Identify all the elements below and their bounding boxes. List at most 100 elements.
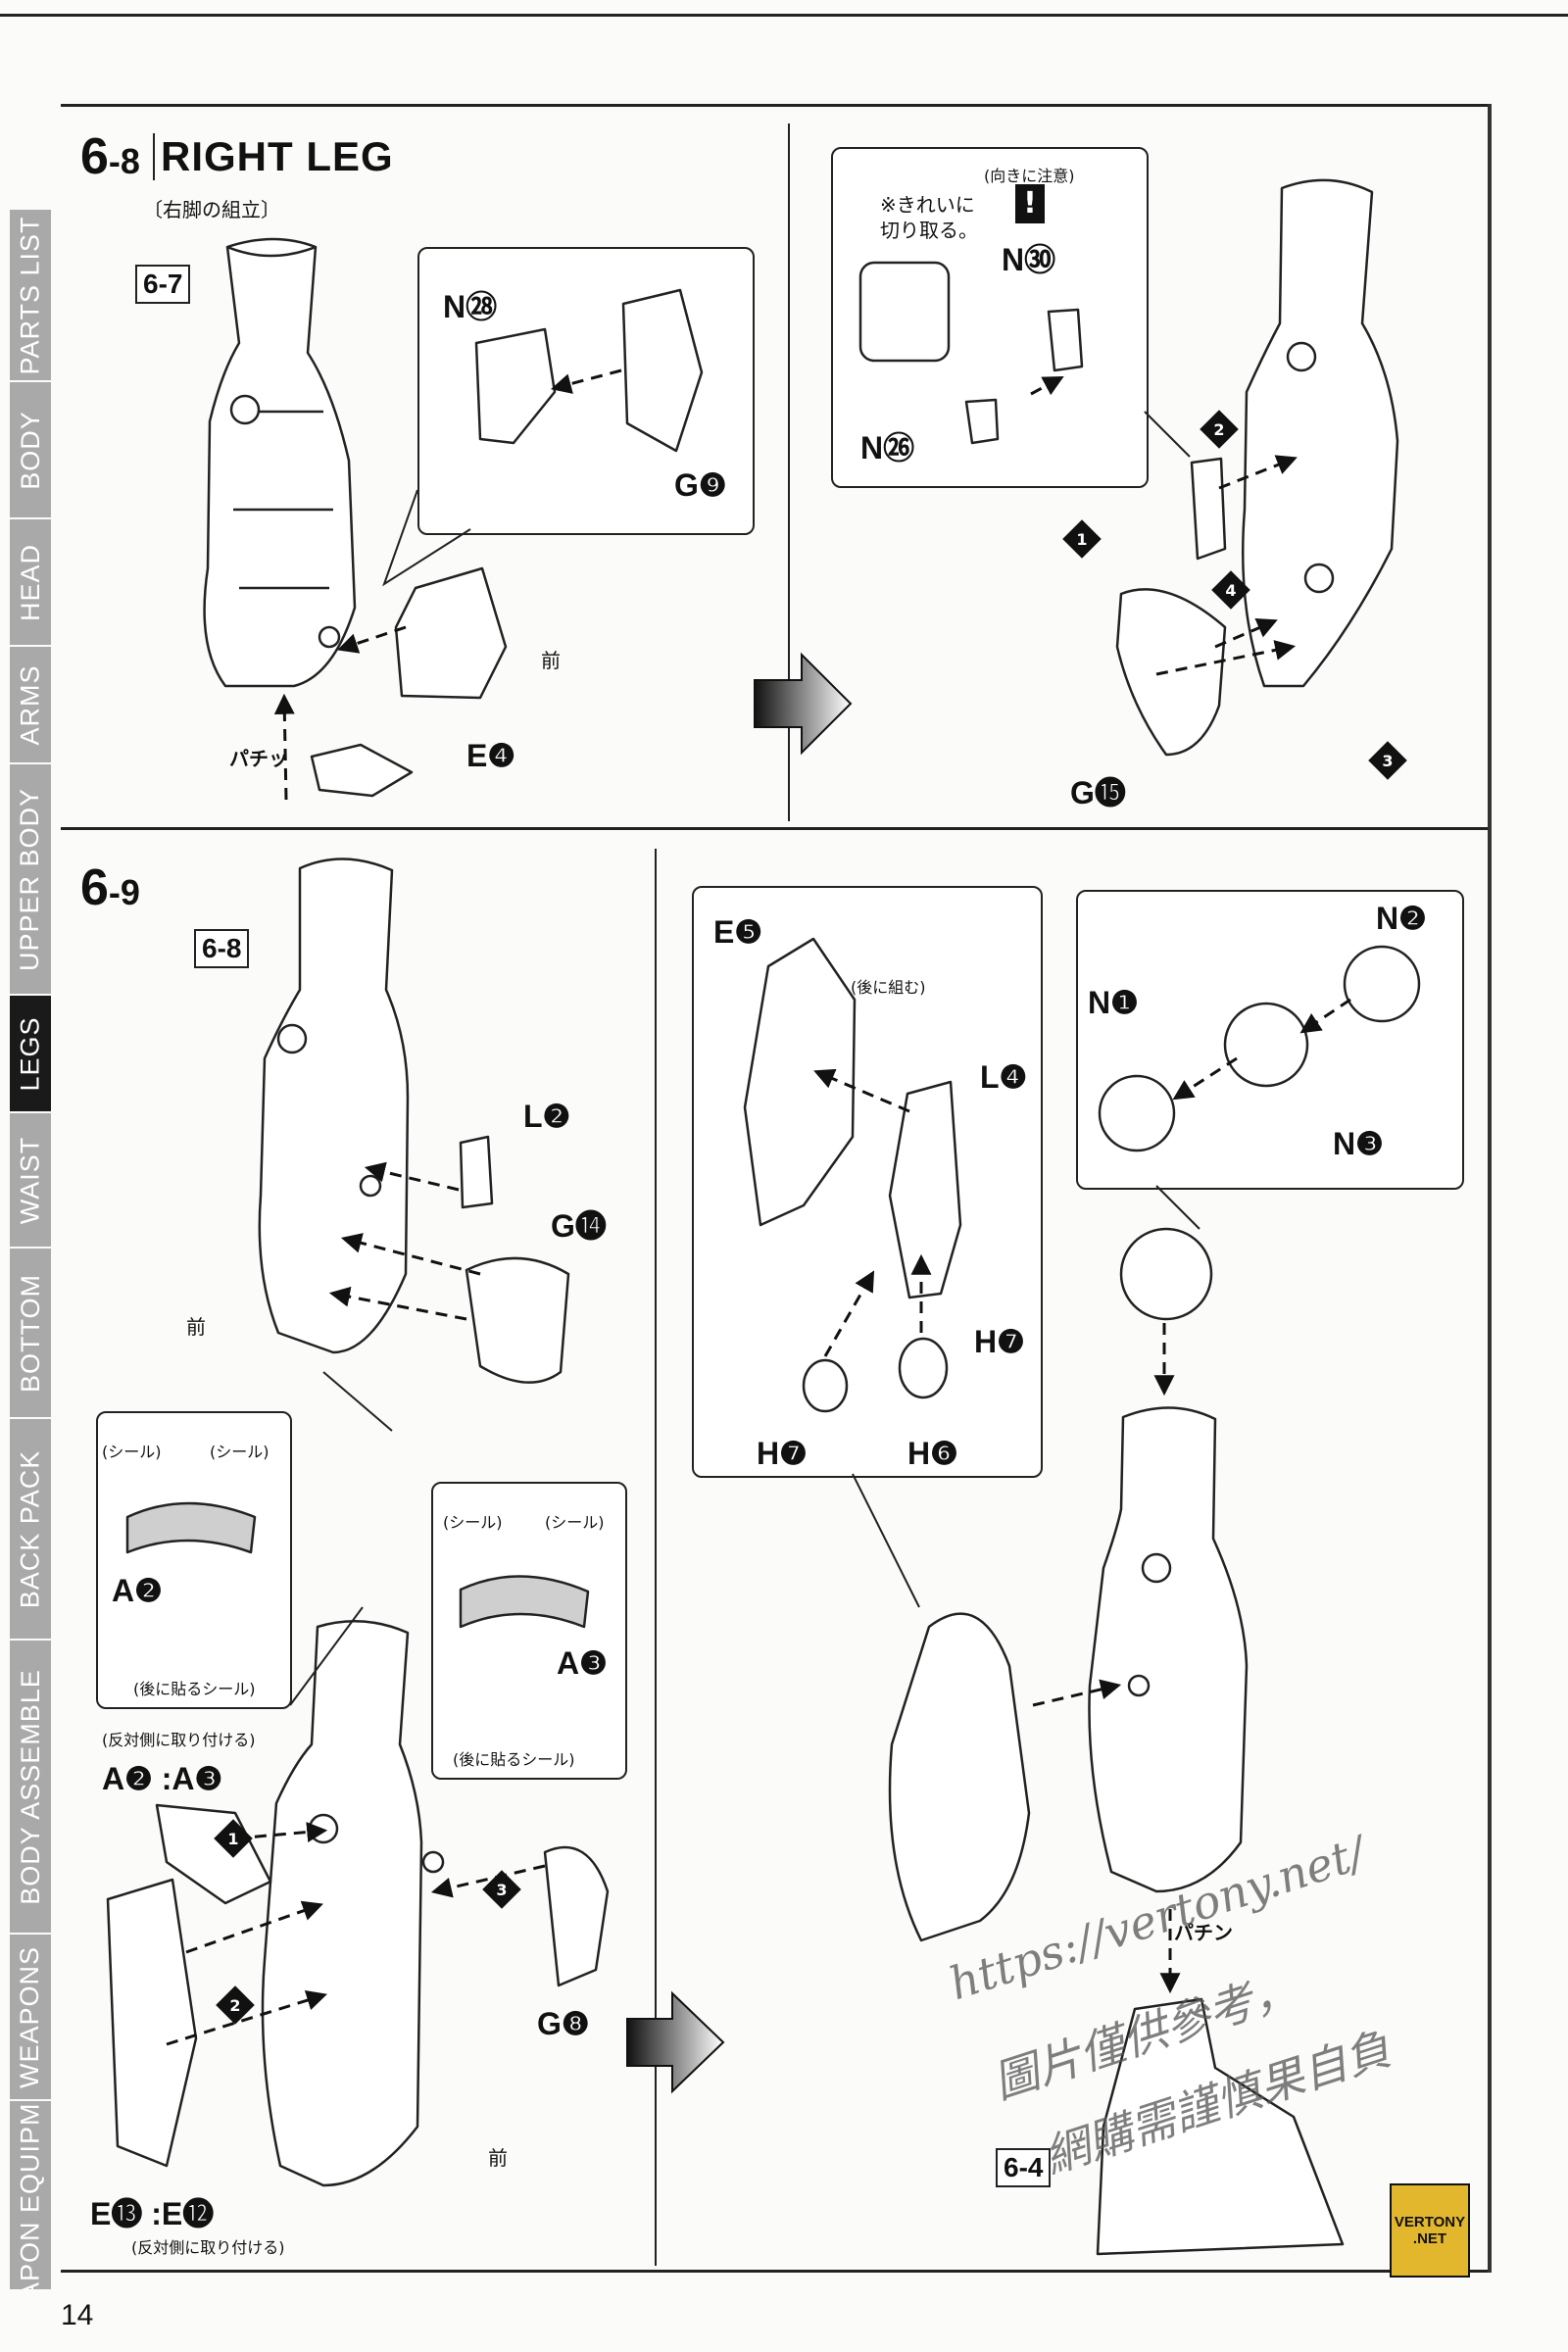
svg-text:4: 4 — [1225, 581, 1236, 600]
part-n30-callout — [1047, 308, 1084, 372]
tab-bottom[interactable]: BOTTOM — [10, 1249, 51, 1419]
part-l4 — [888, 1080, 962, 1299]
leg-6-9-lower — [261, 1619, 445, 2187]
callout-l4-assembly — [692, 886, 1043, 1478]
label-g8: G❽ — [537, 2006, 590, 2041]
tab-arms[interactable]: ARMS — [10, 647, 51, 764]
svg-text:2: 2 — [229, 1996, 240, 2015]
leg-6-4-foot — [1096, 1997, 1345, 2256]
part-e4 — [310, 743, 414, 798]
leg-6-9-right — [1088, 1406, 1249, 1893]
label-n3: N❸ — [1333, 1126, 1384, 1161]
tab-waist[interactable]: WAIST — [10, 1113, 51, 1249]
leg-6-8-main — [203, 237, 357, 688]
divider-bottom — [655, 849, 657, 2266]
part-g14 — [465, 1256, 570, 1384]
label-g9: G❾ — [674, 467, 727, 503]
step-6-8-subtitle: 〔右脚の組立〕 — [143, 198, 280, 221]
part-n1 — [1098, 1074, 1176, 1152]
label-a2-a3: A❷ :A❸ — [102, 1761, 223, 1796]
part-n30-main — [1190, 457, 1227, 561]
seal-header-a3-2: (シール) — [545, 1513, 605, 1532]
label-h6: H❻ — [907, 1436, 958, 1471]
part-a2 — [125, 1501, 257, 1554]
tab-weapon-equipment[interactable]: WEAPON EQUIPMENT — [10, 2101, 51, 2291]
leg-6-8-right — [1241, 178, 1399, 688]
note-opposite-e: (反対側に取り付ける) — [131, 2238, 285, 2257]
label-e4: E❹ — [466, 738, 516, 773]
label-g14: G⓮ — [551, 1208, 607, 1244]
step-badge-1: 1 — [1062, 519, 1102, 559]
transition-arrow-2 — [626, 1990, 725, 2094]
part-g9 — [621, 288, 704, 453]
label-a3: A❸ — [557, 1645, 608, 1681]
part-g15 — [1115, 588, 1227, 757]
ref-box-6-4: 6-4 — [996, 2148, 1052, 2187]
panel-middle-rule — [61, 827, 1492, 830]
caution-icon: ! — [1015, 184, 1045, 223]
note-opposite-a: (反対側に取り付ける) — [102, 1731, 256, 1749]
part-g8 — [543, 1845, 610, 1987]
panel-top-rule — [61, 104, 1492, 107]
side-tab-bar: PARTS LIST BODY HEAD ARMS UPPER BODY LEG… — [10, 210, 51, 2291]
tab-back-pack[interactable]: BACK PACK — [10, 1419, 51, 1641]
label-front-3: 前 — [488, 2146, 508, 2170]
svg-text:3: 3 — [1382, 752, 1393, 770]
part-h7 — [802, 1358, 849, 1413]
step-title-bar — [153, 133, 155, 180]
part-n28 — [474, 327, 557, 445]
label-n2: N❷ — [1376, 901, 1427, 936]
label-l4: L❹ — [980, 1059, 1028, 1095]
note-later-assemble: (後に組む) — [851, 978, 926, 997]
label-front-2: 前 — [186, 1315, 206, 1339]
seal-header-a3-1: (シール) — [443, 1513, 503, 1532]
top-rule — [0, 14, 1568, 17]
note-later-seal-a3: (後に貼るシール) — [453, 1750, 575, 1769]
callout-n28-g9 — [417, 247, 755, 535]
tab-weapons[interactable]: WEAPONS — [10, 1935, 51, 2101]
note-clean-cut: ※きれいに 切り取る。 — [880, 193, 978, 242]
leg-6-9-upper — [258, 858, 410, 1354]
step-6-9-number: 6-9 — [80, 859, 140, 916]
label-snap-2: パチン — [1174, 1921, 1233, 1944]
right-edge-rule — [1488, 104, 1492, 2273]
tab-upper-body[interactable]: UPPER BODY — [10, 764, 51, 996]
part-armor-68 — [394, 566, 508, 700]
tab-legs[interactable]: LEGS — [10, 996, 51, 1113]
label-h7-2: H❼ — [757, 1436, 808, 1471]
label-h7-1: H❼ — [974, 1324, 1025, 1359]
step-badge-3: 3 — [1368, 741, 1407, 780]
label-n1: N❶ — [1088, 985, 1139, 1020]
part-h6 — [898, 1337, 949, 1399]
divider-top — [788, 123, 790, 821]
label-front-1: 前 — [541, 649, 561, 672]
callout-a3 — [431, 1482, 627, 1780]
ref-box-6-7: 6-7 — [135, 265, 191, 304]
panel-bottom-rule — [61, 2270, 1492, 2273]
cut-detail — [858, 261, 951, 363]
label-snap-1: パチッ — [229, 747, 288, 770]
tab-body-assemble[interactable]: BODY ASSEMBLE — [10, 1641, 51, 1935]
note-later-seal-a2: (後に貼るシール) — [133, 1680, 256, 1698]
part-n26 — [964, 398, 1000, 445]
label-l2: L❷ — [523, 1099, 571, 1134]
svg-text:1: 1 — [1076, 530, 1087, 549]
step-badge-2: 2 — [1200, 410, 1239, 449]
tab-parts-list[interactable]: PARTS LIST — [10, 210, 51, 382]
label-n28: N㉘ — [443, 289, 498, 324]
vertony-logo: VERTONY .NET — [1390, 2183, 1470, 2278]
tab-head[interactable]: HEAD — [10, 519, 51, 647]
label-n30: N㉚ — [1002, 242, 1056, 277]
svg-text:1: 1 — [227, 1830, 238, 1848]
ref-box-6-8: 6-8 — [194, 929, 250, 968]
svg-text:2: 2 — [1213, 420, 1224, 439]
label-a2: A❷ — [112, 1573, 163, 1608]
part-l2 — [459, 1135, 494, 1209]
part-e13 — [106, 1878, 198, 2168]
part-e5 — [743, 937, 857, 1227]
page-number: 14 — [61, 2299, 94, 2331]
label-e13-e12: E⓭ :E⓬ — [90, 2196, 215, 2231]
tab-body[interactable]: BODY — [10, 382, 51, 519]
transition-arrow-1 — [754, 652, 853, 756]
